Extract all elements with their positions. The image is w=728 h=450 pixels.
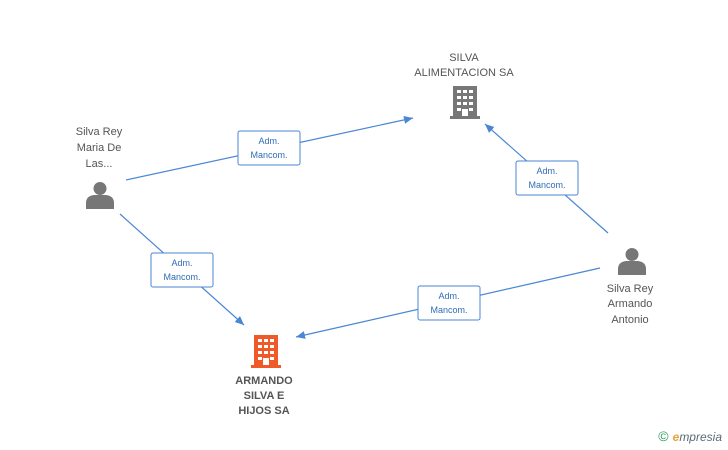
node-silva-alimentacion[interactable]: SILVA ALIMENTACION SA [414,52,514,119]
person-icon [618,248,646,275]
edge-label-line-1: Adm. [258,136,279,146]
copyright-icon: © [658,428,669,444]
node-label-line-2: SILVA E [244,390,285,402]
brand-logo-initial: e [672,430,680,444]
node-label-line-1: Silva Rey [607,283,654,295]
node-label-line-2: ALIMENTACION SA [414,67,514,79]
node-armando-silva-hijos[interactable]: ARMANDO SILVA E HIJOS SA [235,335,293,417]
edge-label-box[interactable] [417,285,481,321]
node-label-line-3: Las... [86,158,113,170]
edge-armando-to-alimentacion[interactable]: Adm. Mancom. [484,123,609,234]
edge-label-line-2: Mancom. [163,272,200,282]
edge-label-box[interactable] [515,160,579,196]
building-icon [450,86,480,119]
node-label-line-1: ARMANDO [235,375,293,387]
node-silva-rey-maria[interactable]: Silva Rey Maria De Las... [76,126,123,209]
edge-maria-to-alimentacion[interactable]: Adm. Mancom. [125,115,414,181]
node-label-line-1: Silva Rey [76,126,123,138]
edge-label-line-1: Adm. [438,291,459,301]
edge-label-line-2: Mancom. [430,305,467,315]
brand-watermark: ©empresia [658,428,722,444]
edge-label-line-1: Adm. [171,258,192,268]
person-icon [86,182,114,209]
edge-label-box[interactable] [150,252,214,288]
node-label-line-3: HIJOS SA [238,405,289,417]
node-label-line-2: Maria De [77,142,122,154]
edge-armando-to-hijos[interactable]: Adm. Mancom. [295,267,601,339]
edge-label-box[interactable] [237,130,301,166]
node-silva-rey-armando[interactable]: Silva Rey Armando Antonio [607,248,654,326]
brand-logo-text: mpresia [679,430,722,444]
node-label-line-1: SILVA [449,52,479,64]
building-icon [251,335,281,368]
node-label-line-3: Antonio [611,314,648,326]
edge-label-line-2: Mancom. [528,180,565,190]
edge-maria-to-hijos[interactable]: Adm. Mancom. [119,213,245,326]
edge-label-line-1: Adm. [536,166,557,176]
edge-label-line-2: Mancom. [250,150,287,160]
node-label-line-2: Armando [608,298,653,310]
